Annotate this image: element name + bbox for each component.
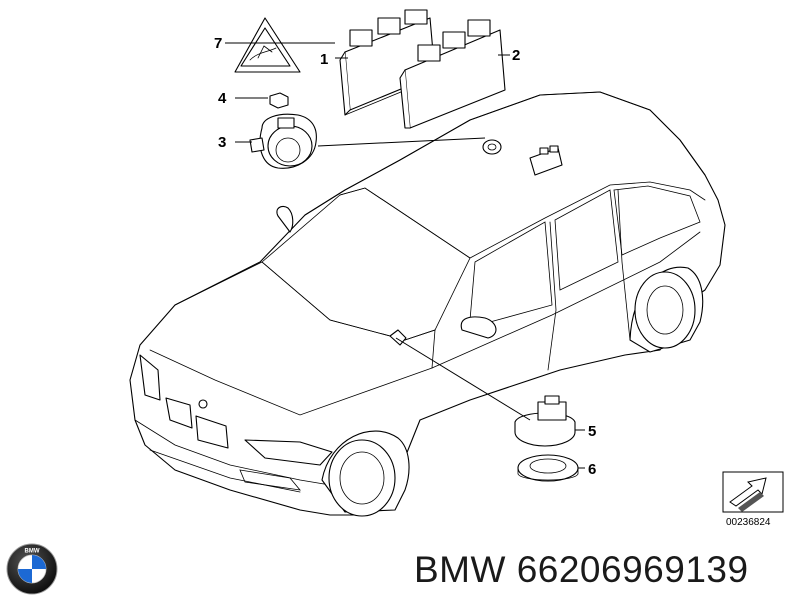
part-3-sensor: [249, 113, 317, 169]
callout-2: 2: [512, 47, 520, 64]
connector-component: [529, 145, 563, 176]
part-6-ring: [517, 454, 579, 482]
part-5-siren: [514, 395, 576, 447]
callout-4: 4: [218, 90, 227, 107]
reference-code: 00236824: [726, 517, 771, 528]
part-1-control-unit: [339, 9, 436, 116]
leader-lines: [225, 42, 585, 469]
callout-6: 6: [588, 461, 596, 478]
part-4-nut: [269, 92, 289, 109]
sensor-mount: [482, 139, 502, 155]
reference-box: 00236824: [722, 471, 784, 528]
callout-3: 3: [218, 134, 226, 151]
logo-letters: BMW: [25, 549, 40, 555]
callout-7: 7: [214, 35, 222, 52]
car-illustration: [129, 91, 726, 517]
callout-5: 5: [588, 423, 596, 440]
bmw-logo-icon: BMW: [6, 543, 58, 595]
part-7-warning-label: [234, 17, 301, 73]
callout-1: 1: [320, 51, 328, 68]
part-number-label: BMW 66206969139: [414, 549, 749, 590]
part-2-control-unit: [399, 19, 506, 129]
